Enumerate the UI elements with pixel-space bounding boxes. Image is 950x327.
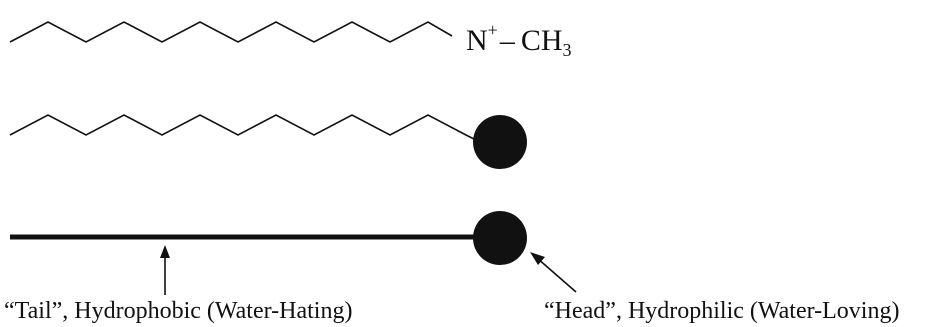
- methyl-group: CH: [521, 24, 563, 57]
- zigzag-chain-2: [9, 114, 481, 143]
- hydrocarbon-chain-structural: N+–CH3: [9, 20, 572, 60]
- methyl-subscript: 3: [563, 40, 572, 60]
- hydrocarbon-chain-with-head: [9, 114, 527, 169]
- simplified-surfactant: [10, 211, 527, 265]
- positive-charge: +: [488, 20, 498, 40]
- head-arrowhead: [530, 252, 545, 265]
- tail-arrow: [160, 245, 170, 295]
- head-label: “Head”, Hydrophilic (Water-Loving): [544, 298, 899, 324]
- nitrogen-symbol: N: [466, 24, 488, 57]
- ammonium-formula: N+–CH3: [466, 20, 572, 60]
- tail-label: “Tail”, Hydrophobic (Water-Hating): [4, 298, 352, 324]
- tail-arrowhead: [160, 245, 170, 258]
- bond-dash: –: [499, 24, 516, 57]
- head-circle-2: [473, 115, 527, 169]
- zigzag-chain-1: [9, 21, 453, 43]
- head-circle-3: [473, 211, 527, 265]
- head-arrow: [530, 252, 577, 293]
